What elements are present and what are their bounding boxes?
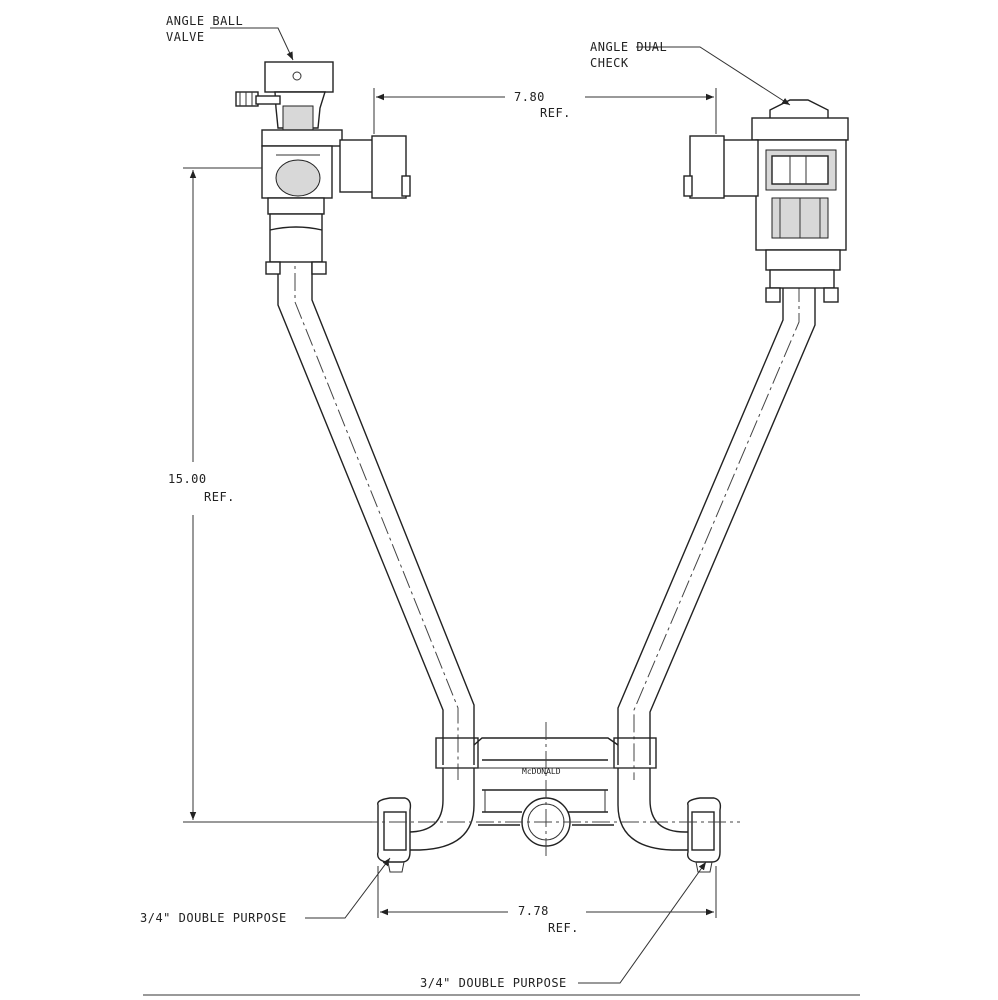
height-dimension-value: 15.00 (168, 472, 207, 486)
bottom-width-dimension-ref: REF. (548, 921, 579, 935)
angle-dual-check-label-line2: CHECK (590, 56, 629, 70)
bottom-manifold (360, 722, 740, 873)
dimension-top-width (373, 88, 717, 134)
right-pipe (617, 255, 816, 780)
top-width-dimension-value: 7.80 (514, 90, 545, 104)
angle-ball-valve-label-line1: ANGLE BALL (166, 14, 244, 28)
leader-lines (210, 27, 791, 984)
dimension-height (183, 167, 372, 823)
top-width-dimension-ref: REF. (540, 106, 571, 120)
height-dimension-ref: REF. (204, 490, 235, 504)
angle-ball-valve-label-line2: VALVE (166, 30, 205, 44)
double-purpose-left-label: 3/4" DOUBLE PURPOSE (140, 911, 287, 925)
angle-dual-check (683, 99, 849, 303)
angle-dual-check-label-line1: ANGLE DUAL (590, 40, 668, 54)
angle-ball-valve (235, 61, 411, 275)
double-purpose-right-label: 3/4" DOUBLE PURPOSE (420, 976, 567, 990)
bottom-width-dimension-value: 7.78 (518, 904, 549, 918)
manufacturer-mark: McDONALD (522, 767, 561, 776)
left-pipe (277, 215, 475, 780)
